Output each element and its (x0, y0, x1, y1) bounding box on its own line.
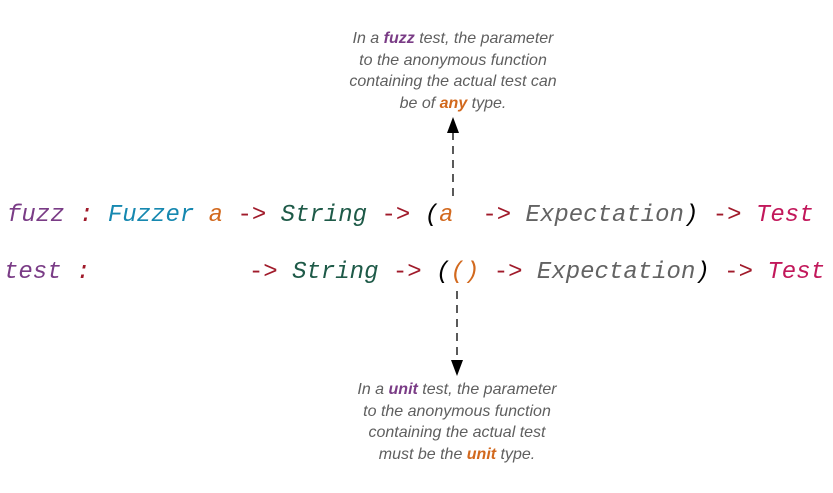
fuzz-keyword-highlight: fuzz (383, 30, 415, 47)
test-result-type: Test (767, 259, 825, 286)
type-arrow: -> (479, 259, 537, 286)
test-signature: test : -> String -> (() -> Expectation) … (4, 259, 825, 287)
unit-keyword-highlight: unit (388, 381, 418, 398)
unit-annotation-line-3: containing the actual test (368, 424, 546, 441)
unit-parameter-type: () (450, 259, 480, 286)
open-paren: ( (436, 259, 451, 286)
fuzz-annotation-line-3: containing the actual test can (349, 73, 557, 90)
open-paren: ( (424, 202, 440, 229)
fuzz-signature: fuzz : Fuzzer a -> String -> (a -> Expec… (7, 202, 814, 230)
any-keyword-highlight: any (439, 94, 468, 112)
string-type: String (292, 259, 379, 286)
up-arrowhead-icon (447, 117, 459, 133)
expectation-type: Expectation (536, 259, 696, 286)
type-arrow: -> (367, 202, 425, 229)
down-arrowhead-icon (451, 360, 463, 376)
string-type: String (280, 202, 368, 229)
fuzz-parameter-type: a (439, 202, 468, 229)
type-arrow: -> (234, 259, 293, 286)
type-arrow: -> (709, 259, 768, 286)
fuzzer-type-variable: a (194, 202, 224, 229)
unit-annotation-line-4: must be the unit type. (378, 445, 536, 463)
fuzz-annotation-line-2: to the anonymous function (359, 51, 547, 69)
unit-annotation-line-2: to the anonymous function (363, 402, 551, 420)
close-paren: ) (683, 202, 699, 229)
type-colon: : (64, 202, 108, 229)
unit-annotation: In a unit test, the parameter to the ano… (327, 379, 587, 465)
type-arrow: -> (378, 259, 437, 286)
type-arrow: -> (698, 202, 756, 229)
fuzz-annotation: In a fuzz test, the parameter to the ano… (323, 28, 583, 114)
fuzz-annotation-line-4: be of any type. (399, 94, 507, 112)
test-result-type: Test (755, 202, 814, 229)
type-arrow: -> (467, 202, 526, 229)
close-paren: ) (695, 259, 710, 286)
down-arrow (451, 291, 463, 376)
unit-type-highlight: unit (466, 445, 497, 463)
up-arrow (447, 117, 459, 196)
type-arrow: -> (223, 202, 281, 229)
fuzz-function-name: fuzz (7, 202, 65, 229)
fuzzer-type: Fuzzer (107, 202, 195, 229)
unit-annotation-line-1: In a unit test, the parameter (357, 381, 557, 398)
test-function-name: test (4, 259, 62, 286)
fuzz-annotation-line-1: In a fuzz test, the parameter (352, 30, 554, 47)
type-colon: : (61, 259, 105, 286)
expectation-type: Expectation (525, 202, 684, 229)
